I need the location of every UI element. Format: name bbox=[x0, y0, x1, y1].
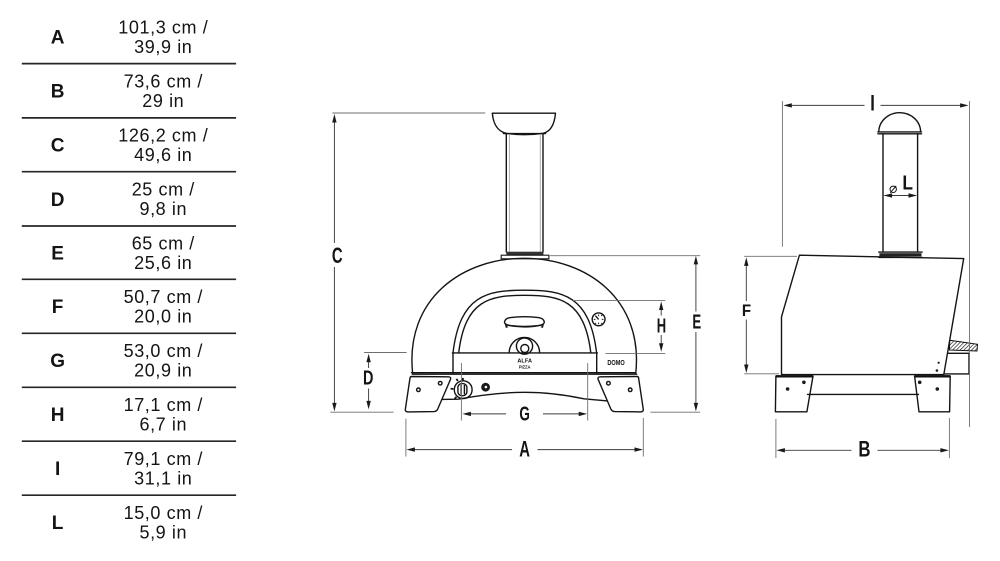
svg-text:A: A bbox=[519, 437, 530, 462]
svg-text:B: B bbox=[51, 82, 65, 103]
svg-text:ALFA: ALFA bbox=[517, 358, 532, 364]
svg-text:53,0 cm /: 53,0 cm / bbox=[124, 341, 203, 361]
svg-text:6,7 in: 6,7 in bbox=[139, 415, 187, 435]
svg-text:39,9 in: 39,9 in bbox=[134, 37, 192, 57]
svg-text:H: H bbox=[657, 315, 666, 337]
svg-text:101,3 cm /: 101,3 cm / bbox=[118, 17, 208, 37]
svg-text:50,7 cm /: 50,7 cm / bbox=[124, 287, 203, 307]
svg-text:17,1 cm /: 17,1 cm / bbox=[124, 395, 203, 415]
svg-text:65 cm /: 65 cm / bbox=[132, 234, 195, 254]
svg-text:D: D bbox=[51, 190, 65, 211]
svg-text:73,6 cm /: 73,6 cm / bbox=[124, 72, 203, 92]
svg-text:C: C bbox=[51, 136, 65, 157]
svg-text:9,8 in: 9,8 in bbox=[139, 199, 187, 219]
svg-text:I: I bbox=[55, 459, 60, 480]
svg-text:E: E bbox=[51, 244, 64, 265]
svg-text:126,2 cm /: 126,2 cm / bbox=[118, 126, 208, 146]
svg-text:C: C bbox=[332, 243, 343, 268]
svg-text:15,0 cm /: 15,0 cm / bbox=[124, 503, 203, 523]
svg-text:49,6 in: 49,6 in bbox=[134, 145, 192, 165]
svg-text:D: D bbox=[363, 368, 373, 390]
svg-text:I: I bbox=[870, 90, 875, 115]
svg-text:B: B bbox=[858, 437, 870, 462]
svg-text:25,6 in: 25,6 in bbox=[134, 253, 192, 273]
svg-text:20,0 in: 20,0 in bbox=[134, 307, 192, 327]
svg-text:25 cm /: 25 cm / bbox=[132, 180, 195, 200]
svg-text:G: G bbox=[519, 404, 530, 426]
svg-text:20,9 in: 20,9 in bbox=[134, 361, 192, 381]
svg-text:PIZZA: PIZZA bbox=[519, 364, 531, 369]
svg-text:H: H bbox=[51, 405, 65, 426]
svg-text:L: L bbox=[52, 513, 64, 534]
svg-text:E: E bbox=[692, 312, 701, 334]
svg-text:A: A bbox=[51, 27, 65, 48]
svg-text:DOMO: DOMO bbox=[607, 358, 625, 367]
svg-text:79,1 cm /: 79,1 cm / bbox=[124, 449, 203, 469]
svg-text:5,9 in: 5,9 in bbox=[139, 523, 187, 543]
svg-text:G: G bbox=[50, 351, 65, 372]
svg-text:31,1 in: 31,1 in bbox=[134, 469, 192, 489]
svg-text:29 in: 29 in bbox=[142, 91, 184, 111]
svg-text:L: L bbox=[902, 172, 913, 194]
svg-text:F: F bbox=[742, 301, 751, 320]
svg-text:F: F bbox=[52, 297, 64, 318]
